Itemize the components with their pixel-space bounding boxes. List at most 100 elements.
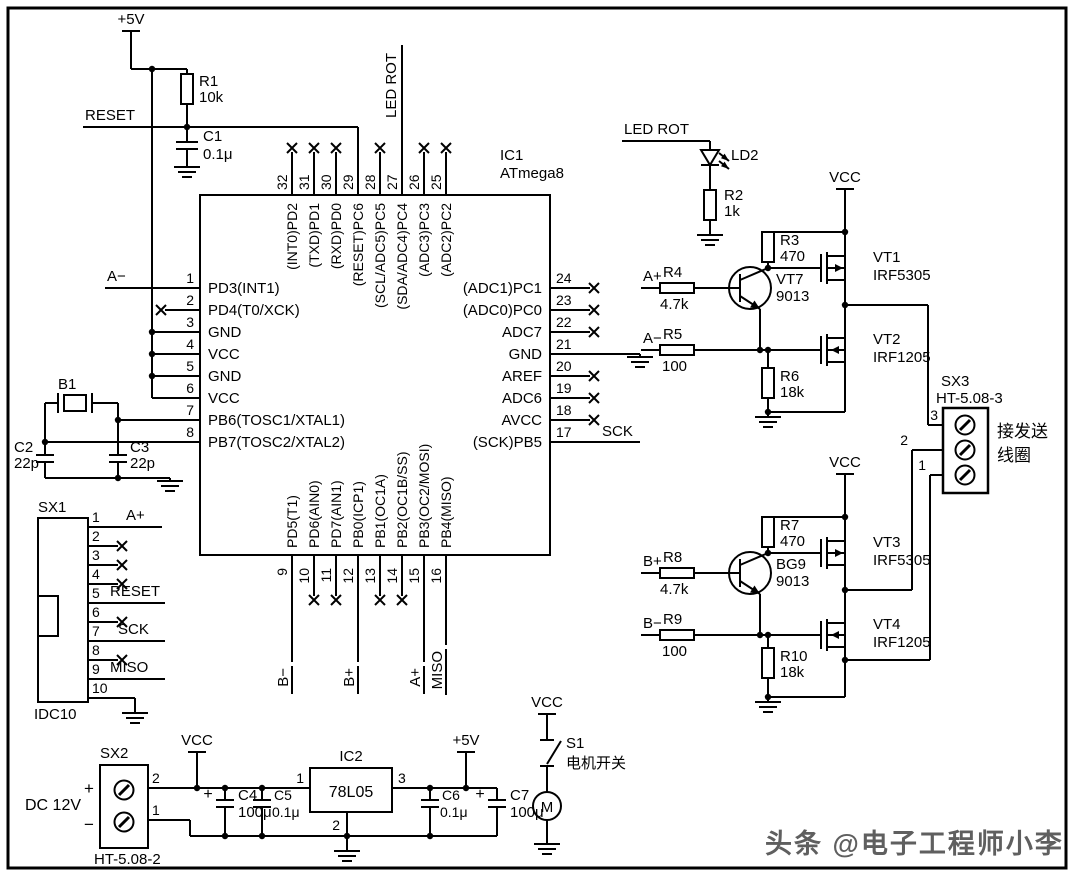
pin-label: (ADC0)PC0: [463, 302, 542, 319]
pin-num: 19: [556, 380, 572, 396]
r9-ref: R9: [663, 611, 682, 628]
pin-num: 3: [186, 314, 194, 330]
r7-value: 470: [780, 533, 805, 550]
resistor-r10: R10 18k: [761, 635, 808, 697]
sx3-ref: SX3: [941, 373, 969, 390]
pin-num: 17: [556, 424, 572, 440]
vt3-value: IRF5305: [873, 552, 931, 569]
c5-value: 0.1μ: [272, 804, 300, 820]
sx2-body: [99, 764, 149, 849]
r8-value: 4.7k: [660, 581, 689, 598]
c1-ref: C1: [203, 128, 222, 145]
pin-num: 7: [186, 402, 194, 418]
capacitor-c2: C2 22p: [14, 439, 54, 478]
ic2-regulator: IC2 78L05 1 3 2: [296, 748, 406, 833]
sx2-connector: SX2 HT-5.08-2 DC 12V + − 2 1: [25, 745, 161, 868]
mosfet-vt4: VT4 IRF1205: [820, 616, 931, 651]
net-label-vcc: VCC: [531, 694, 563, 711]
pin-num: 2: [152, 770, 160, 786]
sx3-note-line1: 接发送: [997, 422, 1048, 441]
pin-label: PD3(INT1): [208, 280, 280, 297]
net-label-vcc: VCC: [829, 454, 861, 471]
reset-power-section: +5V R1 10k RESET C1 0.1μ: [83, 11, 359, 398]
pin-num: 29: [340, 174, 356, 190]
resistor-r1: R1 10k: [180, 69, 224, 127]
pin-label: PB6(TOSC1/XTAL1): [208, 412, 345, 429]
r10-ref: R10: [780, 648, 808, 665]
pin-num: 30: [318, 174, 334, 190]
c2-ref: C2: [14, 439, 33, 456]
pin-num: 9: [274, 568, 290, 576]
capacitor-c7: + C7 100μ: [475, 786, 544, 836]
driver-channel-a: VCC R3 470 A+ R4 4.7k VT7 9013 VT1 IRF53: [641, 169, 931, 428]
s1-label: 电机开关: [566, 755, 626, 772]
led-indicator-circuit: LED ROT LD2 R2 1k: [622, 121, 759, 246]
mosfet-vt3: VT3 IRF5305: [820, 534, 931, 569]
pin-num: 25: [428, 174, 444, 190]
ld2-ref: LD2: [731, 147, 759, 164]
sx1-ref: SX1: [38, 499, 66, 516]
net-label-reset: RESET: [85, 107, 135, 124]
pin-num: 1: [296, 770, 304, 786]
net-label-5v: +5V: [452, 732, 479, 749]
r3-value: 470: [780, 248, 805, 265]
motor-label: M: [541, 799, 554, 816]
c1-value: 0.1μ: [203, 146, 233, 163]
bg9-value: 9013: [776, 573, 809, 590]
resistor-r7: R7 470: [761, 516, 805, 550]
pin-num: 5: [186, 358, 194, 374]
net-label-b-minus: B−: [643, 615, 662, 632]
c2-value: 22p: [14, 455, 39, 472]
ic1-right-pins: SCK 24 23 22 21 20 19 18 17 (ADC1)PC1 (A…: [463, 270, 654, 451]
motor-switch-circuit: VCC S1 电机开关 M: [531, 694, 626, 855]
screw-terminal: [954, 464, 976, 486]
r10-value: 18k: [780, 664, 805, 681]
r2-ref: R2: [724, 187, 743, 204]
ic1-body: [199, 194, 551, 556]
net-label-dc12v: DC 12V: [25, 797, 81, 814]
pin-label: (ADC1)PC1: [463, 280, 542, 297]
pin-label: VCC: [208, 390, 240, 407]
pin-num: 1: [918, 457, 926, 473]
transistor-vt7: VT7 9013: [728, 266, 809, 350]
bg9-ref: BG9: [776, 556, 806, 573]
crystal-circuit: B1 C2 22p C3 22p: [14, 376, 184, 492]
c3-value: 22p: [130, 455, 155, 472]
resistor-r4: R4 4.7k: [659, 264, 695, 313]
pin-num: 28: [362, 174, 378, 190]
net-label-a-plus: A+: [126, 507, 145, 524]
net-label-sck: SCK: [602, 423, 633, 440]
pin-label: AREF: [502, 368, 542, 385]
pin-num: 10: [92, 680, 108, 696]
ic1-top-pins: 32 31 30 29 28 27 26 25 (INT0)PD2 (TXD)P…: [274, 45, 454, 310]
pin-num: 32: [274, 174, 290, 190]
pin-num: 1: [186, 270, 194, 286]
pin-num: 27: [384, 174, 400, 190]
c7-polarity: +: [475, 786, 484, 803]
ic1-part: ATmega8: [500, 165, 564, 182]
r9-value: 100: [662, 643, 687, 660]
pin-num: 15: [406, 568, 422, 584]
led-ld2: LD2: [699, 147, 759, 170]
pin-label: (SCK)PB5: [473, 434, 542, 451]
sx3-footprint: HT-5.08-3: [936, 390, 1003, 407]
pin-num: 8: [186, 424, 194, 440]
net-label-miso: MISO: [429, 651, 446, 689]
ic1-bottom-pins: B− B+ A+ MISO 9 10 11 12 13 14 15 16 PD5…: [274, 444, 454, 695]
pin-label: (SCL/ADC5)PC5: [372, 203, 388, 308]
pin-num: 3: [398, 770, 406, 786]
pin-num: 10: [296, 568, 312, 584]
pin-label: (RESET)PC6: [350, 203, 366, 286]
pin-num: 26: [406, 174, 422, 190]
pin-label: PD6(AIN0): [306, 480, 322, 548]
r1-value: 10k: [199, 89, 224, 106]
pin-num: 4: [186, 336, 194, 352]
pin-num: 6: [186, 380, 194, 396]
net-label-led-rot: LED ROT: [624, 121, 689, 138]
pin-num: 1: [92, 509, 100, 525]
r6-ref: R6: [780, 368, 799, 385]
net-label-sck: SCK: [118, 621, 149, 638]
net-label-vcc: VCC: [829, 169, 861, 186]
vt4-ref: VT4: [873, 616, 901, 633]
pin-num: 6: [92, 604, 100, 620]
